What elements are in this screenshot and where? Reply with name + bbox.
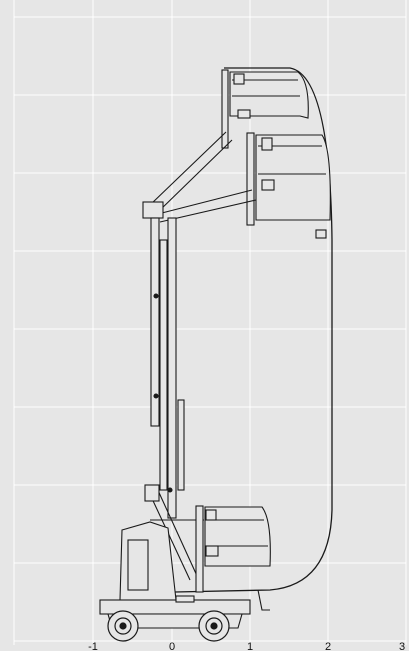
x-tick-label: -1 <box>88 641 98 651</box>
x-tick-label: 3 <box>399 641 405 651</box>
x-tick-label: 2 <box>325 641 331 651</box>
mast <box>150 217 185 519</box>
platform-stowed <box>195 505 271 611</box>
x-tick-label: 0 <box>169 641 175 651</box>
chassis <box>99 521 251 629</box>
working-envelope <box>174 67 333 593</box>
x-tick-label: 1 <box>247 641 253 651</box>
platform-top <box>221 69 309 149</box>
x-axis-tick-labels: -1 0 1 2 3 <box>88 641 405 651</box>
platform-middle <box>246 132 331 239</box>
front-wheel <box>107 610 139 642</box>
rear-wheel <box>198 610 230 642</box>
